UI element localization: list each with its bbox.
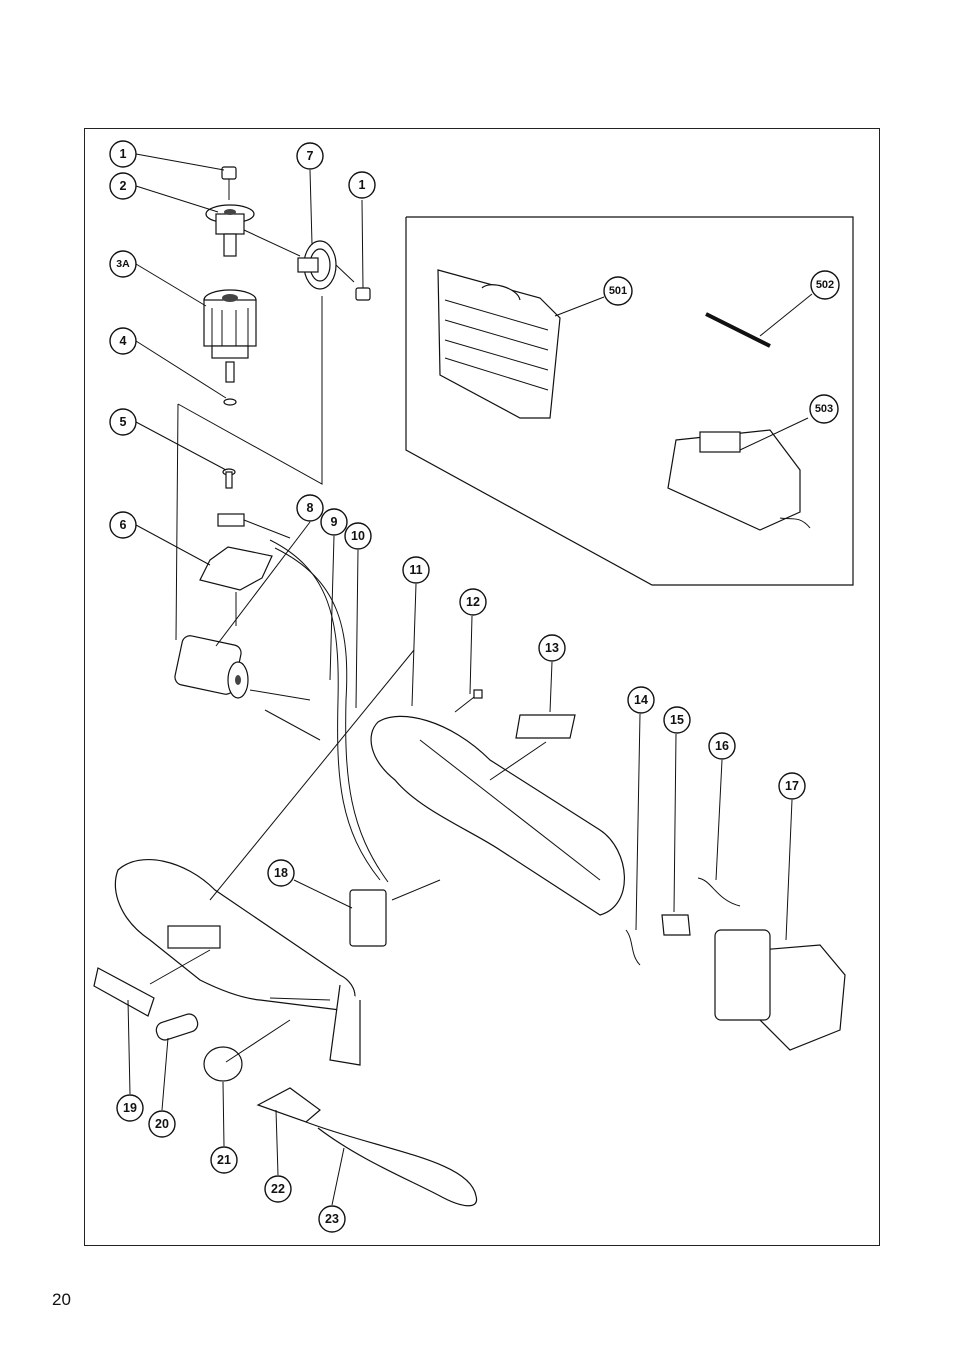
part-20-knob (155, 1013, 199, 1041)
diagram-frame (84, 128, 880, 1246)
callout-7: 7 (296, 142, 324, 170)
callout-20: 20 (148, 1110, 176, 1138)
callout-501: 501 (603, 276, 633, 306)
callout-1: 1 (109, 140, 137, 168)
callout-6: 6 (109, 511, 137, 539)
part-13-label (515, 714, 576, 739)
callout-19: 19 (116, 1094, 144, 1122)
part-9-10-wires (249, 539, 389, 883)
part-2-collar (205, 204, 255, 257)
svg-text:6: 6 (120, 518, 127, 532)
part-18-switch (349, 889, 387, 947)
svg-text:4: 4 (120, 334, 127, 348)
svg-text:13: 13 (545, 641, 559, 655)
part-19-label (93, 967, 155, 1017)
svg-text:9: 9 (331, 515, 338, 529)
callout-17: 17 (778, 772, 806, 800)
callout-5: 5 (109, 408, 137, 436)
svg-text:502: 502 (816, 279, 834, 291)
callout-502: 502 (810, 270, 840, 300)
part-17-battery (714, 929, 846, 1051)
part-1-nut (221, 166, 237, 200)
page-number: 20 (52, 1290, 71, 1309)
callout-14: 14 (627, 686, 655, 714)
outer-housing (114, 859, 361, 1066)
part-503-charger (667, 429, 811, 531)
part-16-spring (697, 877, 741, 907)
part-3a-chuck (203, 289, 257, 406)
callout-22: 22 (264, 1175, 292, 1203)
callout-10: 10 (344, 522, 372, 550)
svg-text:11: 11 (409, 563, 422, 577)
part-21-disc (203, 1046, 243, 1082)
svg-text:16: 16 (715, 739, 729, 753)
callout-8: 8 (296, 494, 324, 522)
part-6-bracket (199, 513, 291, 591)
callout-23: 23 (318, 1205, 346, 1233)
part-22-23-strap (256, 1087, 478, 1207)
part-501-case (437, 269, 561, 419)
svg-text:19: 19 (123, 1101, 137, 1115)
svg-text:21: 21 (217, 1153, 231, 1167)
part-8-motor (174, 635, 249, 699)
part-14-spring (625, 929, 641, 966)
callout-9: 9 (320, 508, 348, 536)
part-12-screw (454, 689, 483, 713)
svg-text:22: 22 (271, 1182, 285, 1196)
callout-2: 2 (109, 172, 137, 200)
svg-text:12: 12 (466, 595, 480, 609)
svg-text:1: 1 (359, 178, 366, 192)
callout-1-right: 1 (348, 171, 376, 199)
callout-18: 18 (267, 859, 295, 887)
svg-text:1: 1 (120, 147, 127, 161)
part-1-nut-right (355, 287, 371, 301)
callout-13: 13 (538, 634, 566, 662)
callout-11: 11 (402, 556, 430, 584)
svg-text:7: 7 (307, 149, 314, 163)
part-5-screw (222, 468, 236, 489)
svg-text:14: 14 (634, 693, 648, 707)
svg-text:20: 20 (155, 1117, 169, 1131)
svg-text:2: 2 (120, 179, 127, 193)
leader-lines (127, 153, 813, 1206)
callout-16: 16 (708, 732, 736, 760)
svg-text:8: 8 (307, 501, 314, 515)
svg-text:17: 17 (785, 779, 799, 793)
callout-503: 503 (809, 394, 839, 424)
svg-text:3A: 3A (116, 258, 130, 270)
svg-text:10: 10 (351, 529, 365, 543)
svg-text:503: 503 (815, 403, 833, 415)
callout-15: 15 (663, 706, 691, 734)
part-15-plate (661, 914, 691, 936)
accessory-group-outline (405, 216, 854, 586)
part-7-gear (297, 240, 355, 290)
svg-text:15: 15 (670, 713, 684, 727)
part-11-housing (370, 715, 625, 916)
svg-text:23: 23 (325, 1212, 339, 1226)
part-502-bit (705, 312, 771, 348)
callout-3a: 3A (109, 250, 137, 278)
callout-12: 12 (459, 588, 487, 616)
svg-text:18: 18 (274, 866, 288, 880)
svg-text:5: 5 (120, 415, 127, 429)
svg-text:501: 501 (609, 285, 627, 297)
callout-4: 4 (109, 327, 137, 355)
callout-21: 21 (210, 1146, 238, 1174)
